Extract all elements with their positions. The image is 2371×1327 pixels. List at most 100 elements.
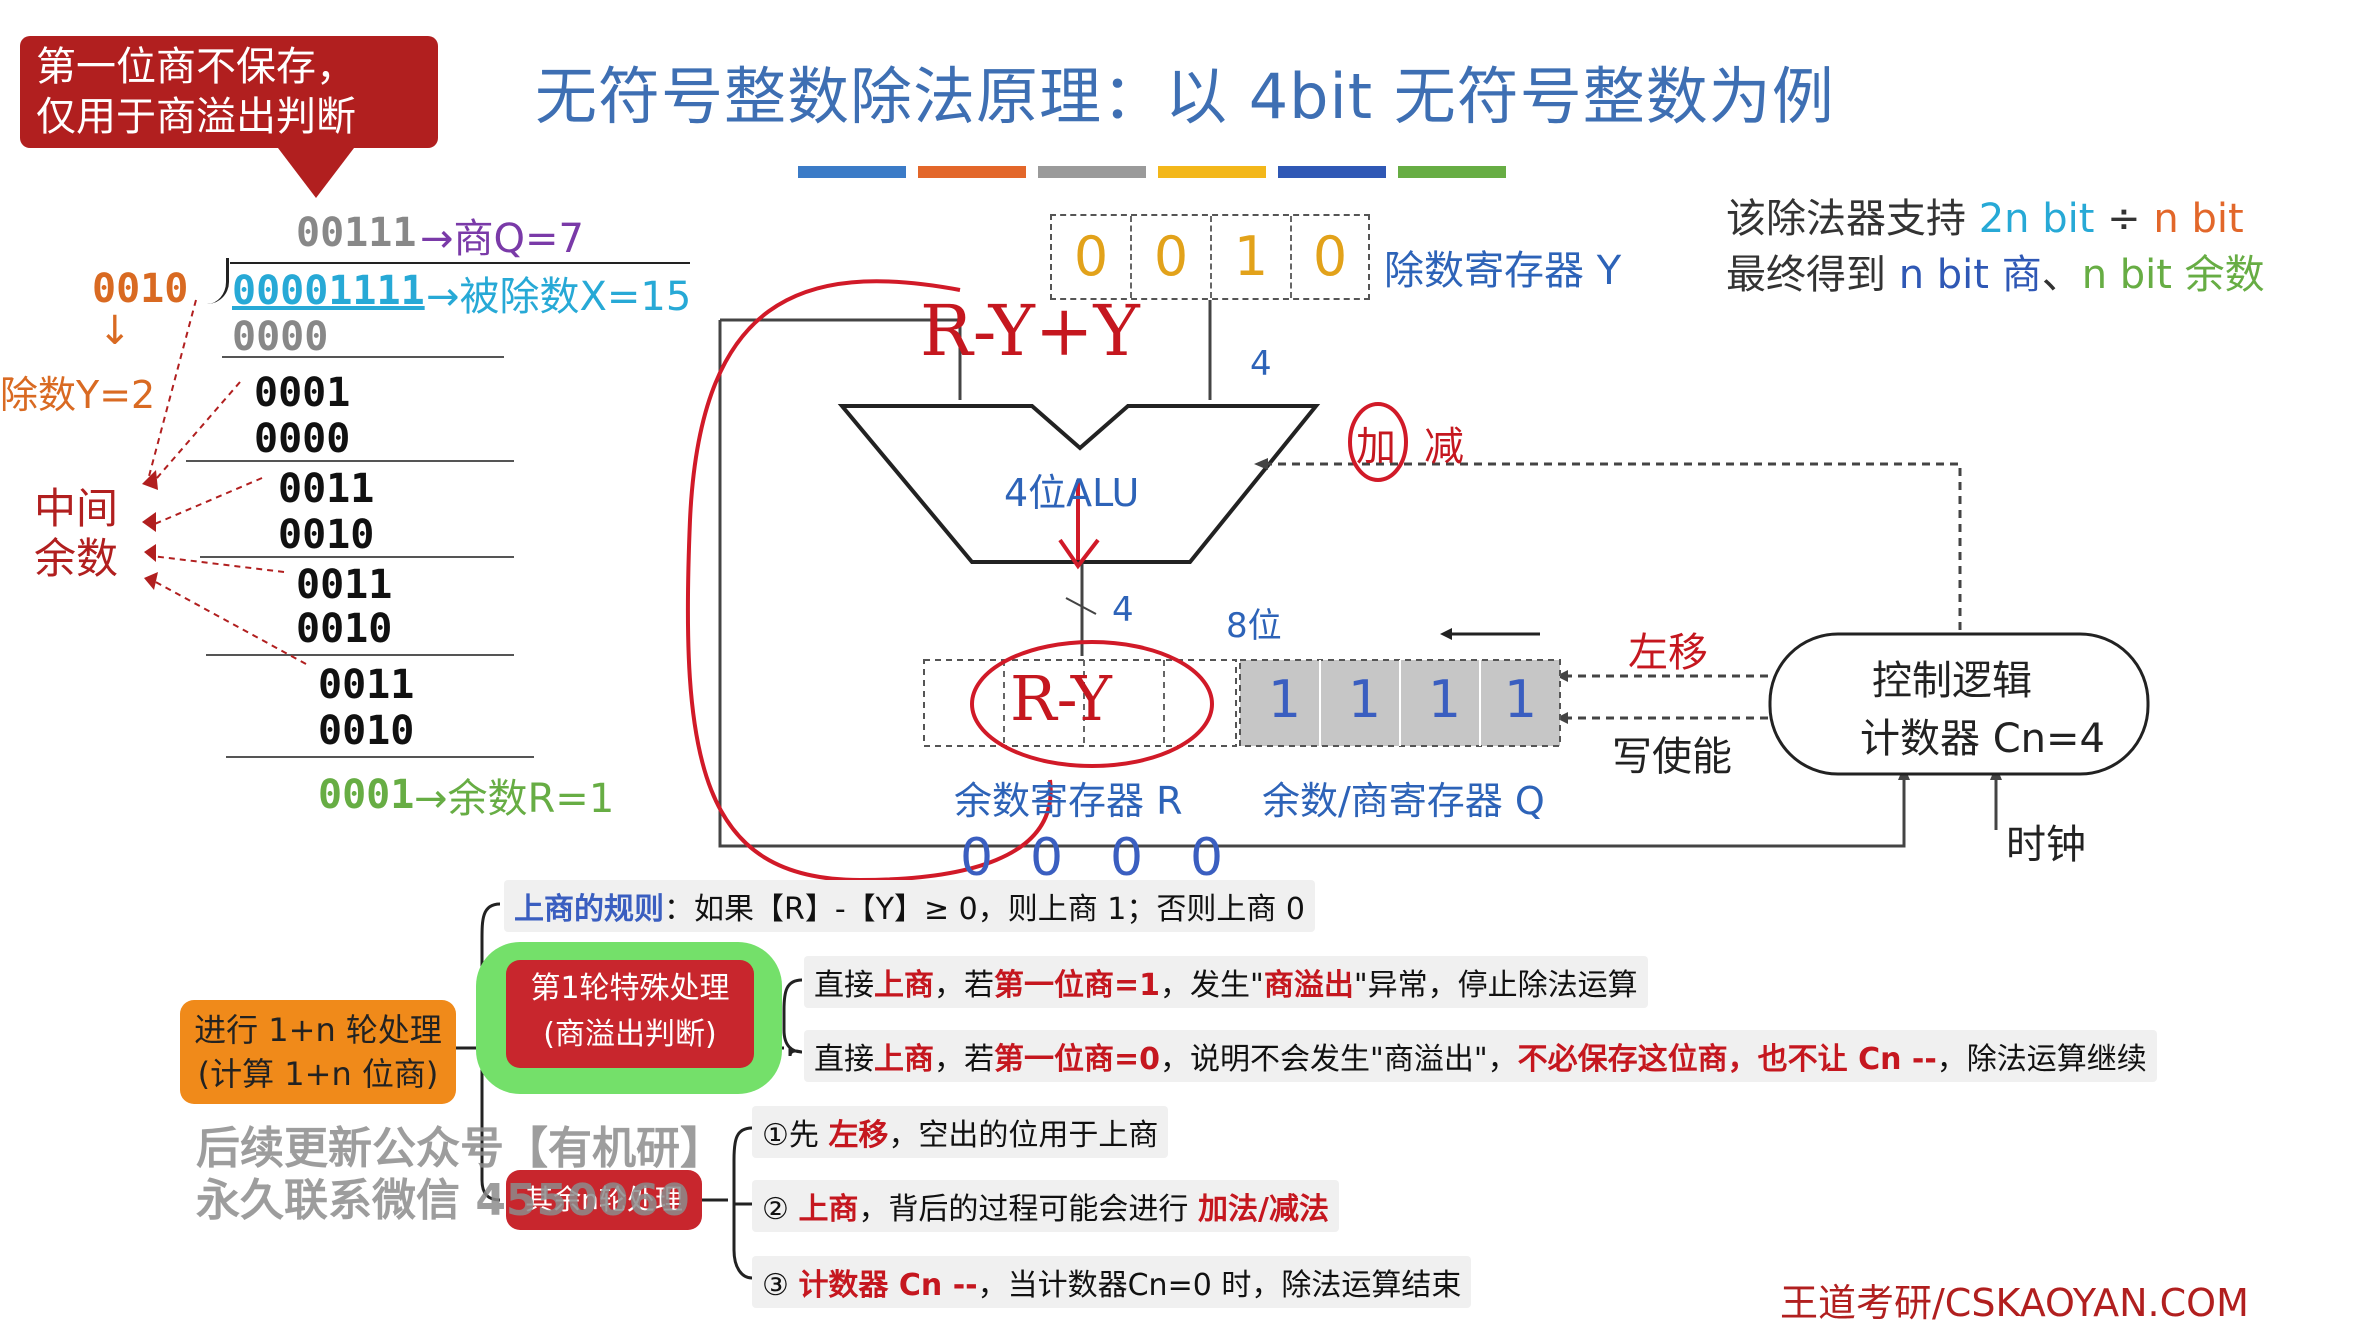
fr2-d: 第一位商=0 — [994, 1042, 1161, 1077]
divisor-cell-1: 0 — [1132, 216, 1212, 298]
step2-a: ② — [762, 1192, 799, 1227]
step1-c: ，空出的位用于上商 — [888, 1118, 1159, 1153]
fr2-b: 上商 — [874, 1042, 934, 1077]
step-line-4 — [226, 756, 534, 758]
callout-line-1: 第一位商不保存， — [36, 44, 356, 90]
fr1-a: 直接 — [814, 968, 874, 1003]
middle-remainder-label: 中间 余数 — [34, 484, 118, 584]
divisor-label: 除数Y=2 — [0, 373, 156, 417]
divisor-cell-0: 0 — [1052, 216, 1132, 298]
info-quotient: n bit 商 — [1898, 252, 2042, 298]
step-3: 0011 — [278, 466, 375, 512]
alu-label: 4位ALU — [1004, 471, 1140, 515]
fr1-g: "异常 — [1353, 968, 1428, 1003]
info-line-1: 该除法器支持 2n bit ÷ n bit — [1726, 186, 2244, 244]
fr2-g: ，除法运算继续 — [1936, 1042, 2147, 1077]
fr2-a: 直接 — [814, 1042, 874, 1077]
q-bit-0: 1 — [1268, 670, 1302, 730]
width-tick — [1065, 597, 1097, 615]
quotient-label: →商Q=7 — [420, 216, 584, 262]
feedback-wire — [718, 320, 1906, 848]
step-7: 0011 — [318, 662, 415, 708]
step-line-0 — [222, 356, 504, 358]
root-line-1: 进行 1+n 轮处理 — [194, 1011, 442, 1049]
q-bit-1: 1 — [1348, 670, 1382, 730]
width-label-top: 4 — [1250, 344, 1272, 384]
width-label-mid: 4 — [1112, 590, 1134, 630]
handwritten-top: R-Y+Y — [920, 290, 1140, 372]
step1-a: ①先 — [762, 1118, 829, 1153]
fr1-c: ，若 — [934, 968, 994, 1003]
fr1-b: 上商 — [874, 968, 934, 1003]
divisor-register-label: 除数寄存器 Y — [1384, 248, 1622, 294]
divisor-bit-0: 0 — [1073, 225, 1109, 288]
division-bar — [230, 262, 690, 264]
remainder-bits: 0001 — [318, 772, 415, 818]
color-bar-6 — [1398, 166, 1506, 178]
step-1-line: ①先 左移，空出的位用于上商 — [752, 1106, 1169, 1158]
q-bit-3: 1 — [1504, 670, 1538, 730]
r-register-content: R-Y — [1010, 662, 1112, 735]
middle-label-1: 中间 — [34, 484, 119, 533]
color-bar-3 — [1038, 166, 1146, 178]
fr1-f: 商溢出 — [1263, 968, 1354, 1003]
info-remainder: n bit 余数 — [2081, 252, 2265, 298]
root-line-2: (计算 1+n 位商) — [197, 1055, 439, 1093]
info-prefix-1: 该除法器支持 — [1726, 196, 1966, 242]
step-3-line: ③ 计数器 Cn --，当计数器Cn=0 时，除法运算结束 — [752, 1256, 1472, 1308]
divisor-bit-2: 1 — [1233, 225, 1269, 288]
rule-prefix: 上商的规则 — [514, 892, 664, 927]
fr2-e: ，说明不会发生"商溢出"， — [1160, 1042, 1518, 1077]
sub-label: 减 — [1424, 424, 1464, 470]
handwritten-bit-2: 0 — [1110, 828, 1144, 888]
handwritten-circle-ry — [970, 640, 1214, 768]
overflow-callout: 第一位商不保存， 仅用于商溢出判断 — [20, 36, 438, 148]
slide-title: 无符号整数除法原理：以 4bit 无符号整数为例 — [535, 60, 1835, 133]
dividend-bits: 00001111 — [232, 268, 425, 314]
watermark-line-1: 后续更新公众号【有机研】 — [196, 1123, 724, 1174]
step-2: 0000 — [254, 416, 351, 462]
control-logic-line-2: 计数器 Cn=4 — [1860, 716, 2105, 762]
step-5: 0011 — [296, 562, 393, 608]
step-line-1 — [186, 460, 514, 462]
step3-a: ③ — [762, 1268, 799, 1303]
q-register-label: 余数/商寄存器 Q — [1262, 779, 1545, 823]
dividend-label: →被除数X=15 — [426, 274, 692, 320]
step-line-3 — [206, 654, 514, 656]
quotient-bits: 00111 — [296, 210, 417, 256]
first-round-box: 第1轮特殊处理 (商溢出判断) — [506, 960, 754, 1068]
handwritten-bit-0: 0 — [960, 828, 994, 888]
info-n-bit: n bit — [2153, 196, 2244, 242]
watermark-line-2: 永久联系微信 4550060 — [196, 1175, 690, 1226]
info-sep: 、 — [2041, 252, 2082, 298]
divisor-arrow-down: ↓ — [98, 308, 132, 354]
r-register-box — [923, 659, 1237, 747]
color-bar-4 — [1158, 166, 1266, 178]
control-logic-box — [1768, 632, 2150, 776]
clock-label: 时钟 — [2006, 822, 2086, 868]
rule-text: ：如果【R】-【Y】≥ 0，则上商 1；否则上商 0 — [664, 892, 1306, 927]
middle-label-2: 余数 — [34, 534, 119, 583]
write-enable-label: 写使能 — [1612, 734, 1732, 780]
callout-line-2: 仅用于商溢出判断 — [36, 94, 356, 140]
fr1-h: ，停止除法运算 — [1427, 968, 1638, 1003]
divisor-register: 0 0 1 0 — [1050, 214, 1370, 300]
divisor-bits: 0010 — [92, 266, 189, 312]
handwritten-bit-1: 0 — [1030, 828, 1064, 888]
divisor-bit-1: 0 — [1153, 225, 1189, 288]
control-logic-line-1: 控制逻辑 — [1872, 658, 2032, 704]
info-2n-bit: 2n bit — [1978, 196, 2095, 242]
fr2-c: ，若 — [934, 1042, 994, 1077]
footer-brand: 王道考研/CSKAOYAN.COM — [1780, 1281, 2249, 1325]
color-bar-2 — [918, 166, 1026, 178]
step-line-2 — [200, 556, 514, 558]
q-bit-2: 1 — [1428, 670, 1462, 730]
info-divide-sign: ÷ — [2107, 196, 2141, 242]
handwritten-bit-3: 0 — [1190, 828, 1224, 888]
shift-left-label: 左移 — [1628, 630, 1708, 676]
step-2-line: ② 上商，背后的过程可能会进行 加法/减法 — [752, 1180, 1339, 1232]
width-8-label: 8位 — [1226, 606, 1282, 646]
divisor-bit-3: 0 — [1312, 225, 1348, 288]
first-round-case-2: 直接上商，若第一位商=0，说明不会发生"商溢出"，不必保存这位商，也不让 Cn … — [804, 1030, 2157, 1082]
